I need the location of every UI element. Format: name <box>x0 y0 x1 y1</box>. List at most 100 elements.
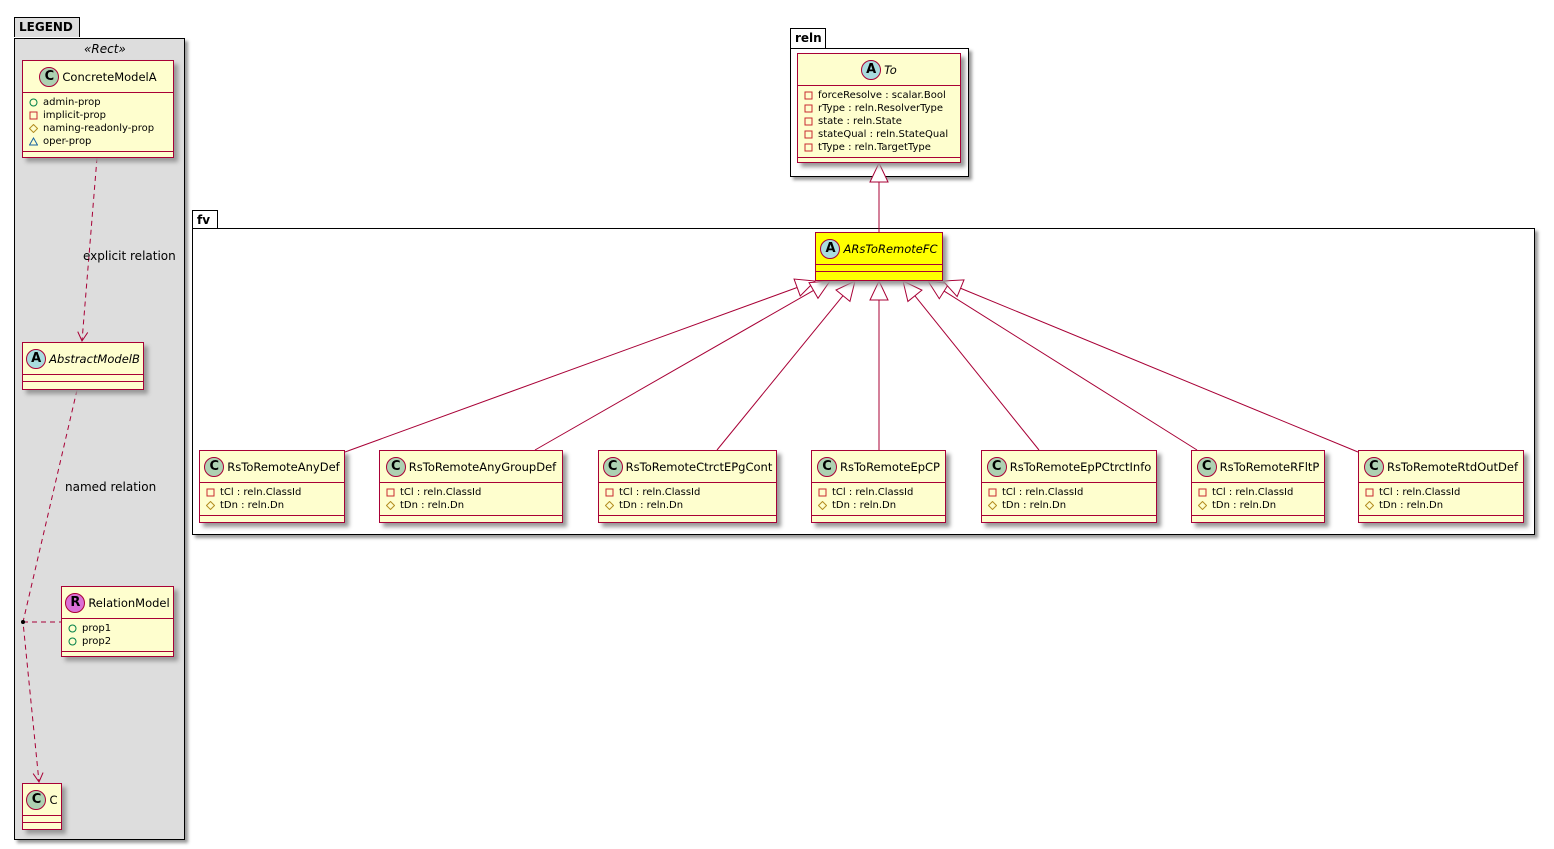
reln-package-tab: reln <box>790 28 826 48</box>
attribute-text: tDn : reln.Dn <box>1002 500 1067 511</box>
protected-visibility-icon <box>1198 501 1207 510</box>
attribute-row: tType : reln.TargetType <box>804 141 954 154</box>
ars-to-to-inheritance-triangle-icon <box>869 161 889 183</box>
attribute-text: tCl : reln.ClassId <box>400 487 482 498</box>
class-name: AbstractModelB <box>49 351 140 366</box>
class-icon: C <box>26 789 47 810</box>
attribute-row: tDn : reln.Dn <box>1365 499 1517 512</box>
private-visibility-icon <box>818 488 827 497</box>
attribute-row: rType : reln.ResolverType <box>804 102 954 115</box>
attribute-row: stateQual : reln.StateQual <box>804 128 954 141</box>
explicit-relation-arrow-icon <box>77 331 89 343</box>
fv-package-tab: fv <box>192 210 218 230</box>
protected-visibility-icon <box>605 501 614 510</box>
protected-visibility-icon <box>206 501 215 510</box>
named-relation-label: named relation <box>65 480 157 494</box>
attribute-row: tDn : reln.Dn <box>605 499 770 512</box>
attribute-row: naming-readonly-prop <box>29 122 167 135</box>
child-3-inheritance-triangle-icon <box>835 280 856 303</box>
child-7-inheritance-triangle-icon <box>941 279 965 298</box>
attribute-row: tCl : reln.ClassId <box>988 486 1150 499</box>
child-2-inheritance-line <box>534 290 814 451</box>
private-visibility-icon <box>386 488 395 497</box>
class-name: To <box>884 62 897 77</box>
attribute-text: naming-readonly-prop <box>43 123 155 134</box>
legend-package <box>14 38 185 840</box>
public-visibility-icon <box>68 624 77 633</box>
class-icon: C <box>986 456 1007 477</box>
class-name: RsToRemoteEpCP <box>840 459 940 474</box>
class-name: ConcreteModelA <box>62 69 157 84</box>
private-visibility-icon <box>1198 488 1207 497</box>
child-4-inheritance-triangle-icon <box>869 279 889 301</box>
attribute-text: tCl : reln.ClassId <box>832 487 914 498</box>
protected-visibility-icon <box>386 501 395 510</box>
private-visibility-icon <box>29 111 38 120</box>
private-visibility-icon <box>605 488 614 497</box>
child-3-inheritance-line <box>716 295 844 451</box>
class-name: RsToRemoteRtdOutDef <box>1386 459 1519 474</box>
legend-stereotype: «Rect» <box>84 42 126 56</box>
class-name: RsToRemoteRFltP <box>1219 459 1320 474</box>
child-2-inheritance-triangle-icon <box>808 280 832 300</box>
attribute-text: tCl : reln.ClassId <box>220 487 302 498</box>
explicit-relation-label: explicit relation <box>83 249 176 263</box>
private-visibility-icon <box>1365 488 1374 497</box>
attribute-row: prop2 <box>68 635 167 648</box>
package-visibility-icon <box>29 137 38 146</box>
attribute-text: prop1 <box>82 623 112 634</box>
attribute-list <box>23 816 61 823</box>
class-icon: C <box>385 456 406 477</box>
attribute-text: tDn : reln.Dn <box>619 500 684 511</box>
attribute-text: tType : reln.TargetType <box>818 142 931 153</box>
private-visibility-icon <box>804 91 813 100</box>
child-1-inheritance-line <box>344 287 798 453</box>
attribute-row: forceResolve : scalar.Bool <box>804 89 954 102</box>
private-visibility-icon <box>804 104 813 113</box>
class-name: RsToRemoteCtrctEPgCont <box>625 459 773 474</box>
attribute-row: tCl : reln.ClassId <box>1365 486 1517 499</box>
abstract-class-icon: A <box>861 59 882 80</box>
attribute-text: tCl : reln.ClassId <box>1212 487 1294 498</box>
class-name: RsToRemoteEpPCtrctInfo <box>1009 459 1152 474</box>
private-visibility-icon <box>804 143 813 152</box>
attribute-text: stateQual : reln.StateQual <box>818 129 949 140</box>
class-name: ARsToRemoteFC <box>843 241 938 256</box>
named-relation-arrow-icon <box>32 772 44 784</box>
attribute-row: tCl : reln.ClassId <box>1198 486 1318 499</box>
child-5-inheritance-triangle-icon <box>902 280 923 303</box>
class-icon: C <box>602 456 623 477</box>
attribute-row: tDn : reln.Dn <box>1198 499 1318 512</box>
attribute-row: tDn : reln.Dn <box>206 499 338 512</box>
class-name: C <box>49 792 58 807</box>
attribute-row: tCl : reln.ClassId <box>386 486 556 499</box>
attribute-row: tCl : reln.ClassId <box>605 486 770 499</box>
attribute-row: admin-prop <box>29 96 167 109</box>
